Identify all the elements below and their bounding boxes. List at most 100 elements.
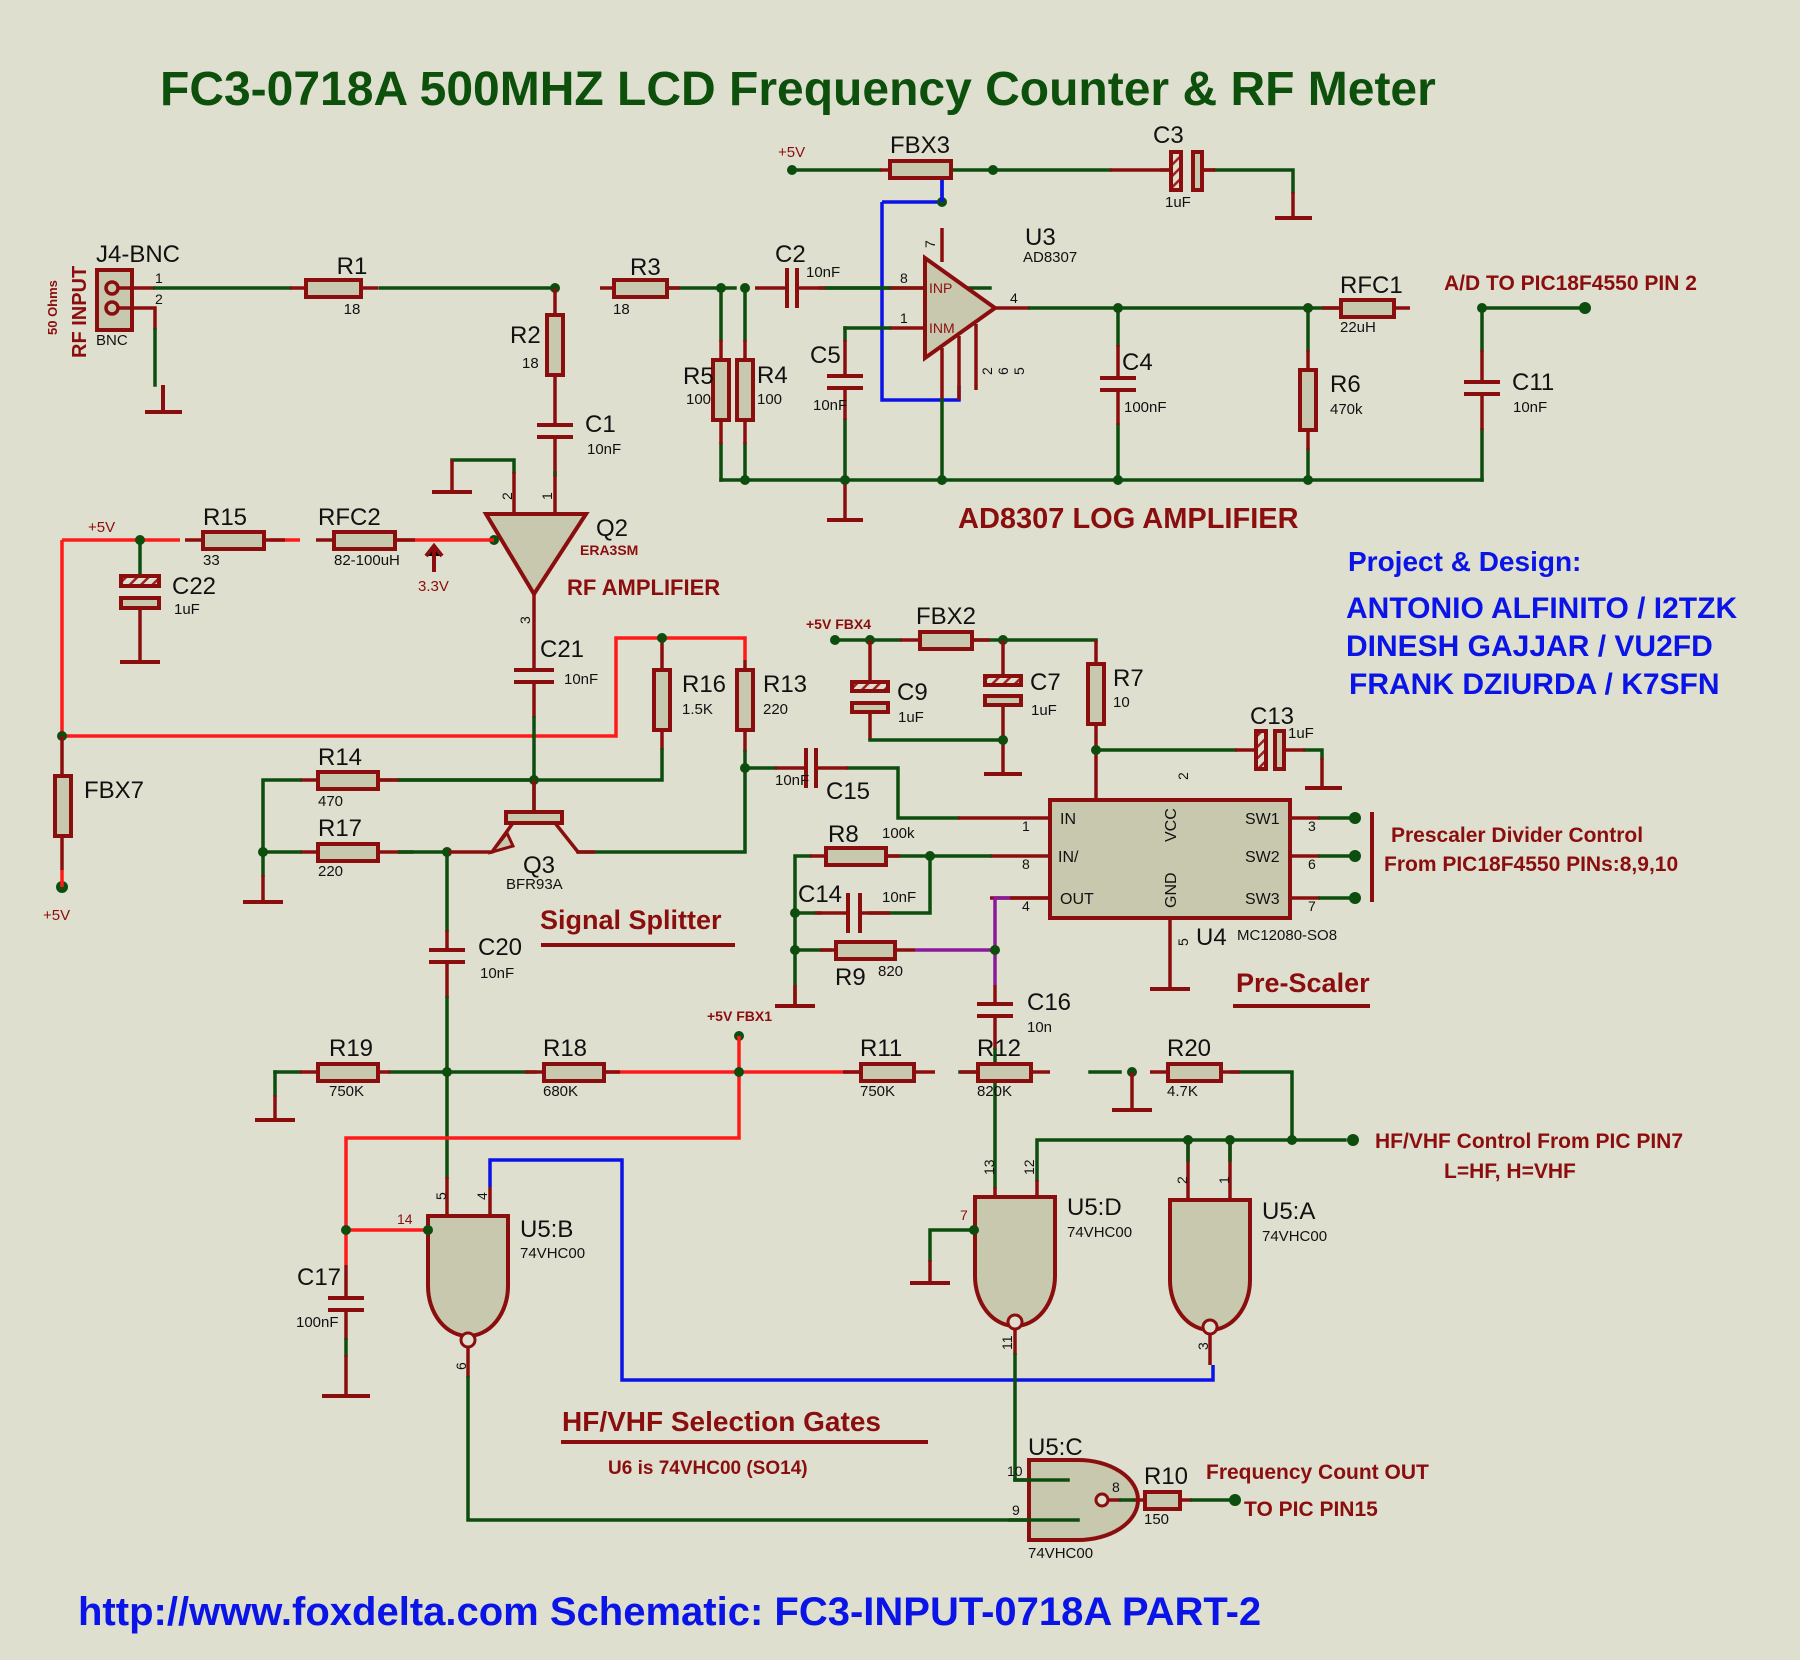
r19-value: 750K [329, 1083, 364, 1100]
capacitor-c7: C7 1uF [983, 640, 1061, 776]
gate-u5a: 2 1 3 U5:A 74VHC00 [1168, 1138, 1327, 1365]
freq-output-terminal[interactable] [1229, 1494, 1241, 1506]
rail-5v-label: +5V [43, 907, 70, 924]
r18-value: 680K [543, 1083, 578, 1100]
capacitor-c3: C3 1uF [1153, 122, 1312, 220]
sw2-terminal[interactable] [1349, 850, 1361, 862]
resistor-r11: R11 750K [843, 1035, 935, 1100]
rfc1-ref: RFC1 [1340, 272, 1403, 299]
u3-pin-number: 4 [1010, 290, 1018, 306]
c16-value: 10n [1027, 1019, 1052, 1036]
prescaler-control-label-2: From PIC18F4550 PINs:8,9,10 [1384, 853, 1678, 876]
ferrite-fbx7: FBX7 +5V [43, 736, 144, 924]
u5a-pin-number: 2 [1174, 1176, 1190, 1184]
r13-value: 220 [763, 701, 788, 718]
capacitor-c20: C20 10nF [429, 850, 522, 998]
gate-u5c: U5:C 74VHC00 10 9 8 [1007, 1434, 1140, 1562]
r3-value: 18 [613, 301, 630, 318]
u5b-pin-number: 6 [453, 1362, 469, 1370]
r20-ref: R20 [1167, 1035, 1211, 1062]
r7-value: 10 [1113, 694, 1130, 711]
inductor-rfc2: RFC2 82-100uH [316, 504, 415, 569]
sw3-terminal[interactable] [1349, 892, 1361, 904]
r8-value: 100k [882, 825, 915, 842]
r12-ref: R12 [977, 1035, 1021, 1062]
u4-pin-number: 2 [1175, 772, 1191, 780]
r1-value: 18 [344, 301, 361, 318]
capacitor-c21: C21 10nF [514, 636, 598, 718]
u3-pin-number: 5 [1011, 367, 1027, 375]
credits-heading: Project & Design: [1348, 546, 1581, 577]
u3-pin-inm: INM [929, 320, 955, 336]
j4-value: BNC [96, 332, 128, 349]
r2-value: 18 [522, 355, 539, 372]
j4-pin-number: 1 [155, 270, 163, 286]
resistor-r12: R12 820K [960, 1035, 1050, 1100]
page-title: FC3-0718A 500MHZ LCD Frequency Counter &… [160, 63, 1436, 116]
fbx3-ref: FBX3 [890, 132, 950, 159]
credit-name: ANTONIO ALFINITO / I2TZK [1346, 592, 1737, 625]
credit-name: DINESH GAJJAR / VU2FD [1346, 630, 1713, 663]
u5b-pin-number: 14 [397, 1211, 413, 1227]
u4-pin-number: 8 [1022, 856, 1030, 872]
prescaler-control-label-1: Prescaler Divider Control [1391, 824, 1643, 847]
resistor-r20: R20 4.7K [1150, 1035, 1240, 1100]
u5b-ref: U5:B [520, 1216, 573, 1243]
resistor-r17: R17 220 [300, 815, 400, 880]
q2-value: ERA3SM [580, 542, 638, 558]
r15-ref: R15 [203, 504, 247, 531]
hfvhf-control-terminal[interactable] [1347, 1134, 1359, 1146]
q2-ref: Q2 [596, 515, 628, 542]
capacitor-c2: C2 10nF [755, 241, 840, 308]
hfvhf-control-label-1: HF/VHF Control From PIC PIN7 [1375, 1130, 1683, 1153]
c9-ref: C9 [897, 679, 928, 706]
resistor-r6: R6 470k [1298, 306, 1363, 482]
footer-link[interactable]: http://www.foxdelta.com Schematic: FC3-I… [78, 1590, 1261, 1634]
u5c-pin-number: 10 [1007, 1463, 1023, 1479]
u4-pin-vcc: VCC [1163, 808, 1180, 842]
r10-ref: R10 [1144, 1463, 1188, 1490]
section-label-selection-gates: HF/VHF Selection Gates [562, 1406, 881, 1437]
c1-ref: C1 [585, 411, 616, 438]
u3-pin-number: 6 [995, 367, 1011, 375]
u5c-pin-number: 9 [1012, 1502, 1020, 1518]
capacitor-c5: C5 10nF [810, 326, 863, 522]
r12-value: 820K [977, 1083, 1012, 1100]
c21-value: 10nF [564, 671, 598, 688]
u3-ref: U3 [1025, 224, 1056, 251]
q2-pin-number: 3 [517, 616, 533, 624]
ad-output-terminal[interactable] [1579, 302, 1591, 314]
c17-ref: C17 [297, 1264, 341, 1291]
u4-pin-sw2: SW2 [1245, 849, 1280, 866]
transistor-q3: Q3 BFR93A [447, 780, 595, 893]
c9-value: 1uF [898, 709, 924, 726]
resistor-r1: R1 18 [290, 253, 378, 318]
u4-pin-number: 5 [1175, 938, 1191, 946]
resistor-r9: R9 820 [820, 940, 915, 991]
rail-5v-label: +5V [88, 519, 115, 536]
r14-value: 470 [318, 793, 343, 810]
section-label-log-amp: AD8307 LOG AMPLIFIER [958, 503, 1299, 535]
c4-value: 100nF [1124, 399, 1167, 416]
capacitor-c1: C1 10nF [537, 411, 621, 477]
r11-value: 750K [860, 1083, 895, 1100]
capacitor-c4: C4 100nF [1100, 306, 1167, 482]
u4-pin-out: OUT [1060, 891, 1094, 908]
j4-pin-number: 2 [155, 291, 163, 307]
rail-3v3-label: 3.3V [418, 578, 449, 595]
credit-name: FRANK DZIURDA / K7SFN [1349, 668, 1720, 701]
ad-output-label: A/D TO PIC18F4550 PIN 2 [1444, 272, 1697, 295]
c7-ref: C7 [1030, 669, 1061, 696]
sw1-terminal[interactable] [1349, 812, 1361, 824]
fbx2-ref: FBX2 [916, 603, 976, 630]
c16-ref: C16 [1027, 989, 1071, 1016]
u5d-pin-number: 12 [1021, 1159, 1037, 1175]
u4-pin-number: 6 [1308, 856, 1316, 872]
r1-ref: R1 [337, 253, 368, 280]
u4-pin-gnd: GND [1163, 872, 1180, 908]
u5a-pin-number: 1 [1216, 1176, 1232, 1184]
connector-j4: RF INPUT 50 Ohms J4-BNC BNC 1 2 [45, 241, 182, 414]
c7-value: 1uF [1031, 702, 1057, 719]
rail-5v-fbx4-label: +5V FBX4 [806, 616, 871, 632]
